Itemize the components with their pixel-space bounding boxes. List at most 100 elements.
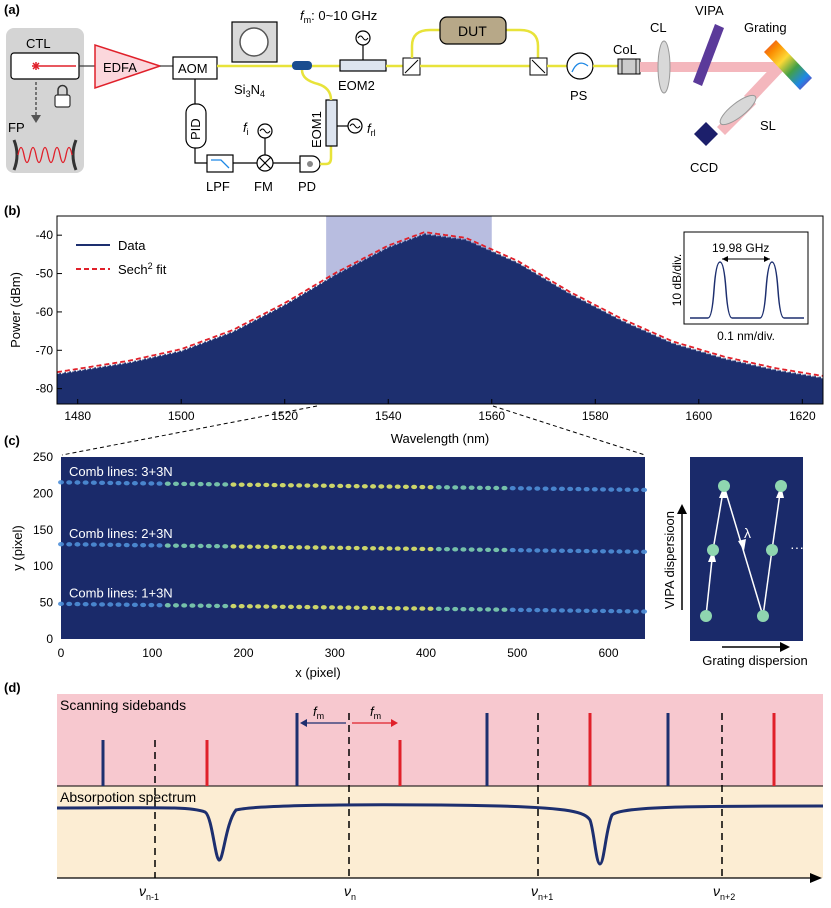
comb-spot [550,608,557,613]
edfa-amplifier [94,43,163,90]
y-tick-label: 150 [33,523,53,537]
aom-text: AOM [178,61,208,76]
comb-spot [296,483,303,488]
comb-spot [624,609,631,614]
spectrum-data-series [56,232,824,405]
panel-a: (a) CTL FP EDFA AOM [4,2,812,194]
comb-spot [361,484,368,489]
comb-spot [66,601,73,607]
comb-spot [181,603,188,608]
comb-spot [608,549,615,554]
sl-text: SL [760,118,776,133]
plot-b-y-ticks: -40-50-60-70-80 [36,228,62,396]
comb-spot [156,543,163,548]
comb-spot [66,542,73,547]
comb-spot [419,606,426,611]
comb-spot [164,543,171,548]
comb-spot [263,544,270,550]
comb-spot [255,544,262,549]
comb-spot [460,606,467,612]
comb-spot [279,482,286,488]
comb-spot [271,482,278,488]
comb-spot [181,481,188,487]
grating-dispersion-label: Grating dispersion [702,653,808,668]
comb-spot [238,604,245,609]
comb-spot [558,548,565,553]
comb-spot [641,549,648,555]
vipa-plate [693,24,724,86]
comb-spot [214,603,221,609]
comb-spot [468,485,475,490]
comb-spot [608,608,615,614]
comb-spot [222,603,229,609]
nu-label: νn+1 [531,883,553,902]
y-tick-label: 100 [33,559,53,573]
comb-spot [567,608,574,613]
comb-spot [567,548,574,554]
inset-spacing-text: 19.98 GHz [712,241,769,255]
comb-spot [115,542,122,548]
laser-beam [640,62,780,72]
comb-spot [148,481,155,486]
comb-spot [238,482,245,487]
pid-text: PID [188,118,203,140]
comb-spot [58,601,64,607]
comb-spot [287,544,294,550]
zoom-line-left [61,405,318,456]
comb-spot [517,548,524,553]
comb-spot [82,480,89,485]
comb-spot [271,604,278,609]
comb-spot [616,487,623,492]
comb-spot [99,602,106,607]
comb-spot [296,545,303,550]
red-sidebands [205,713,776,786]
x-tick-label: 1500 [168,409,195,423]
comb-spot [353,605,360,610]
comb-spot [402,546,409,551]
panel-d-label: (d) [4,680,21,695]
comb-spot [255,482,262,488]
ps-text: PS [570,88,588,103]
comb-spot [591,548,598,554]
comb-spot [550,548,557,553]
comb-spot [419,546,426,552]
comb-spot [632,487,639,493]
nu-label: νn+2 [713,883,735,902]
collimator [617,58,641,75]
comb-spot [172,481,179,486]
comb-row-label: Comb lines: 1+3N [69,586,173,601]
fi-text: fi [243,120,249,137]
pid-box [185,103,207,149]
comb-spot [427,546,434,552]
comb-spot [304,483,311,488]
fiber-coupler-eom1 [300,69,333,101]
panel-a-label: (a) [4,2,20,17]
comb-spot [452,606,459,612]
comb-spot [460,485,467,490]
laser-beam-diag [744,60,786,104]
comb-spot [600,608,607,614]
comb-spot [591,608,598,614]
dut-box [439,16,507,45]
comb-spot [148,602,155,608]
panel-c-label: (c) [4,433,20,448]
comb-spot [164,481,171,486]
comb-spot [189,603,196,608]
comb-spot [509,547,516,553]
comb-spot [542,548,549,553]
y-tick-label: -40 [36,228,54,242]
comb-spot [197,481,204,487]
nu-label: νn-1 [139,883,159,902]
comb-spot [296,604,303,610]
spectrum-sech2-fit [56,231,824,377]
comb-spot [370,484,377,489]
x-tick-label: 300 [325,646,345,660]
comb-spot [279,604,286,609]
comb-spot [386,546,393,551]
wire-pid-lpf [194,148,207,164]
comb-spot [197,543,204,549]
x-tick-label: 1620 [789,409,816,423]
comb-spot [501,547,508,553]
comb-spot [558,486,565,492]
